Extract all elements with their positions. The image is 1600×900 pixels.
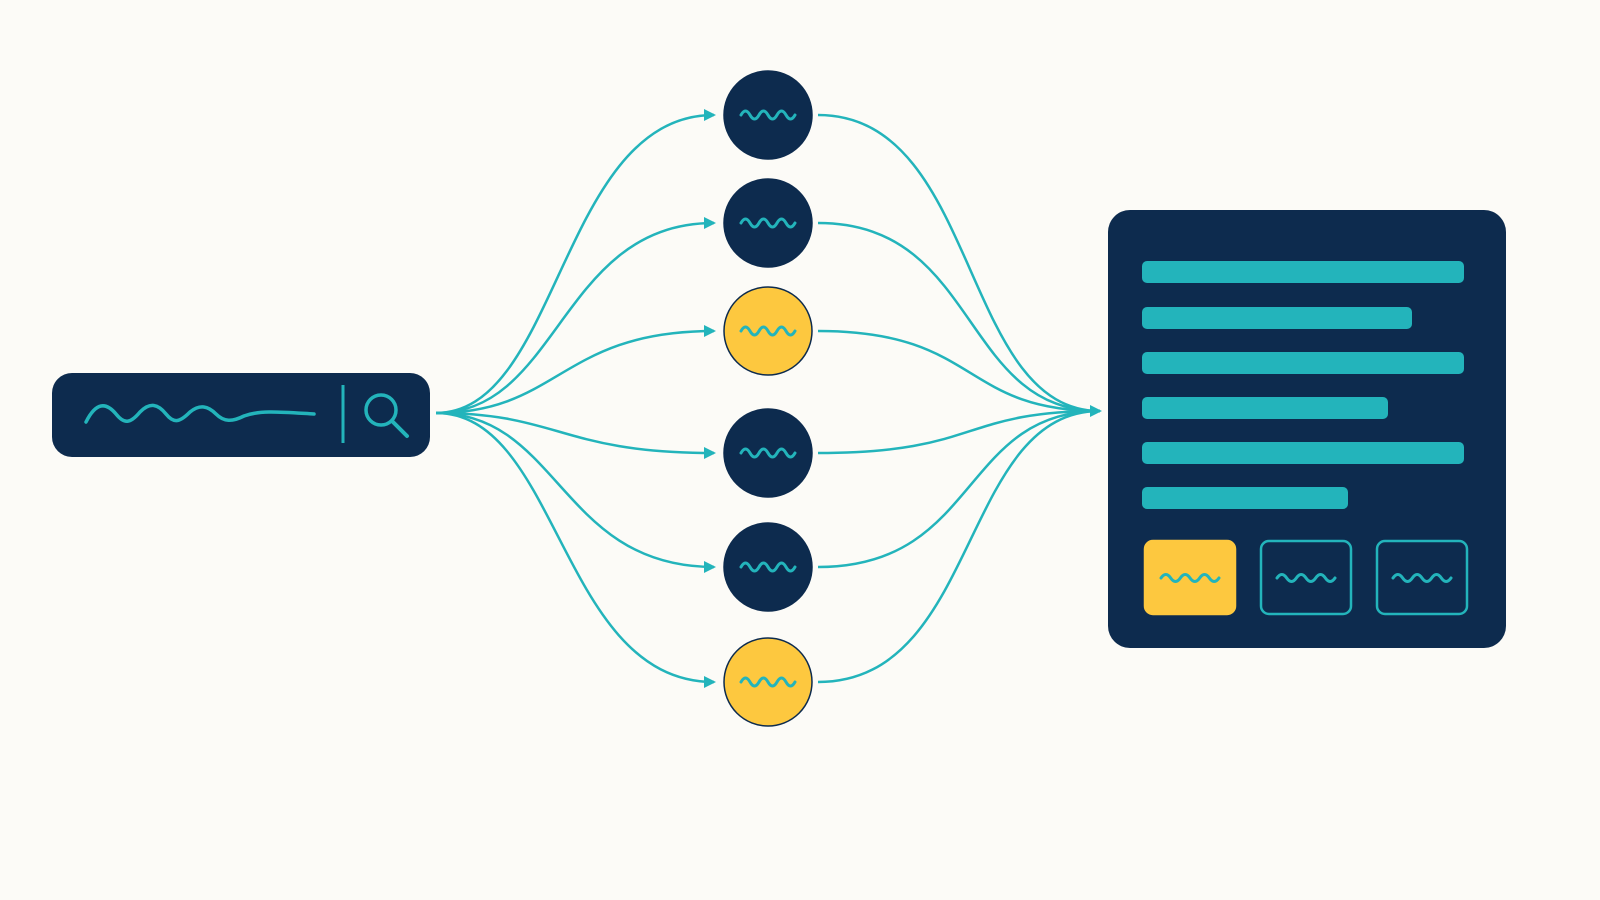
search-icon[interactable] bbox=[364, 393, 409, 438]
squiggle-icon bbox=[739, 447, 797, 459]
result-text-lines bbox=[1142, 261, 1464, 509]
connector-out-4 bbox=[817, 405, 1102, 455]
squiggle-icon bbox=[1391, 573, 1453, 583]
squiggle-icon bbox=[739, 217, 797, 229]
squiggle-icon bbox=[1275, 573, 1337, 583]
squiggle-icon bbox=[739, 325, 797, 337]
connector-in-4 bbox=[435, 411, 716, 459]
node-4[interactable] bbox=[723, 408, 813, 498]
result-cards bbox=[1143, 539, 1469, 616]
result-text-line-4 bbox=[1142, 397, 1388, 419]
connector-in-1 bbox=[435, 109, 716, 415]
node-5[interactable] bbox=[723, 522, 813, 612]
connector-out-6 bbox=[817, 409, 1101, 684]
squiggle-icon bbox=[1159, 573, 1221, 583]
node-6[interactable] bbox=[723, 637, 813, 727]
result-text-line-1 bbox=[1142, 261, 1464, 283]
card-2-background bbox=[1259, 539, 1353, 616]
node-to-result-connectors bbox=[817, 113, 1102, 684]
card-1[interactable] bbox=[1143, 539, 1237, 616]
intermediate-nodes bbox=[723, 70, 813, 727]
squiggle-icon bbox=[739, 561, 797, 573]
connector-out-1 bbox=[817, 113, 1101, 413]
connector-in-2 bbox=[435, 217, 716, 415]
card-2[interactable] bbox=[1259, 539, 1353, 616]
search-bar-background bbox=[52, 373, 430, 457]
connector-out-3 bbox=[817, 329, 1101, 413]
squiggle-icon bbox=[739, 676, 797, 688]
result-text-line-3 bbox=[1142, 352, 1464, 374]
search-query-squiggle-icon bbox=[84, 403, 316, 424]
search-bar[interactable] bbox=[52, 373, 430, 457]
result-text-line-6 bbox=[1142, 487, 1348, 509]
result-panel bbox=[1108, 210, 1506, 648]
result-text-line-5 bbox=[1142, 442, 1464, 464]
node-1[interactable] bbox=[723, 70, 813, 160]
connector-out-2 bbox=[817, 221, 1101, 413]
card-3-background bbox=[1375, 539, 1469, 616]
connector-out-5 bbox=[817, 409, 1101, 569]
squiggle-icon bbox=[739, 109, 797, 121]
node-3[interactable] bbox=[723, 286, 813, 376]
connector-in-6 bbox=[435, 411, 716, 688]
node-2[interactable] bbox=[723, 178, 813, 268]
connector-in-3 bbox=[435, 325, 716, 415]
query-to-node-connectors bbox=[435, 109, 716, 688]
card-3[interactable] bbox=[1375, 539, 1469, 616]
connector-in-5 bbox=[435, 411, 716, 573]
result-text-line-2 bbox=[1142, 307, 1412, 329]
